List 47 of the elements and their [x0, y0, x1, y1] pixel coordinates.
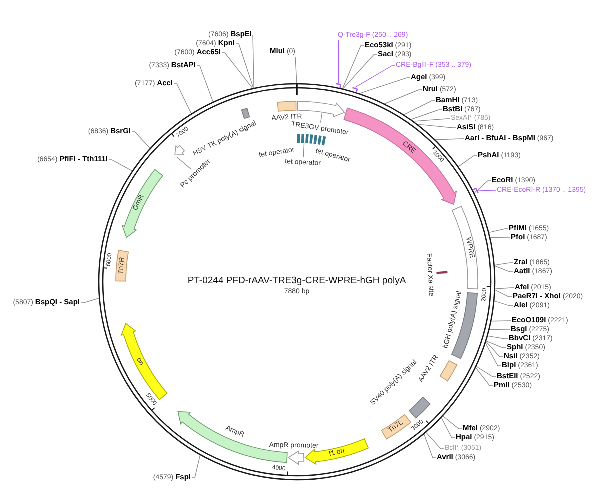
leader-line	[494, 290, 512, 298]
leader-line	[295, 56, 298, 84]
leader-line	[488, 329, 510, 330]
leader-line	[416, 124, 456, 128]
leader-line	[410, 110, 442, 120]
leader-line	[384, 90, 422, 105]
leader-line	[458, 156, 478, 168]
leader-line	[192, 454, 201, 478]
leader-line	[490, 237, 510, 238]
leader-line	[252, 34, 254, 90]
leader-line	[487, 336, 508, 340]
leader-line	[442, 416, 462, 430]
leader-line	[342, 54, 378, 90]
leader-line	[355, 66, 396, 88]
leader-line	[476, 366, 496, 378]
leader-line	[494, 262, 514, 266]
leader-line	[412, 118, 450, 122]
leader-line	[490, 320, 512, 322]
leader-line	[132, 132, 151, 150]
leader-line	[342, 46, 364, 90]
leader-line	[338, 40, 340, 84]
leader-line	[485, 342, 502, 366]
leader-line	[358, 78, 410, 94]
leader-line	[424, 433, 436, 458]
leader-line	[494, 288, 514, 290]
leader-line	[478, 190, 496, 192]
leader-line	[196, 66, 214, 103]
leader-line	[403, 100, 436, 116]
leader-line	[426, 432, 444, 450]
leader-line	[236, 44, 254, 90]
leader-line	[174, 84, 192, 115]
leader-line	[488, 228, 508, 234]
leader-line	[320, 112, 323, 124]
leader-line	[222, 52, 254, 90]
leader-line	[474, 180, 492, 194]
leader-line	[486, 341, 504, 358]
leader-line	[441, 417, 456, 438]
leader-line	[80, 298, 100, 304]
leader-line	[108, 160, 134, 172]
leader-line	[303, 142, 305, 158]
leader-line	[475, 367, 494, 386]
leader-line	[494, 265, 514, 272]
leader-line	[177, 157, 192, 170]
plasmid-title: PT-0244 PFD-rAAV-TRE3g-CRE-WPRE-hGH polyA	[188, 276, 406, 286]
leader-line	[486, 340, 506, 348]
leader-line	[434, 138, 464, 140]
leader-line	[494, 300, 514, 306]
